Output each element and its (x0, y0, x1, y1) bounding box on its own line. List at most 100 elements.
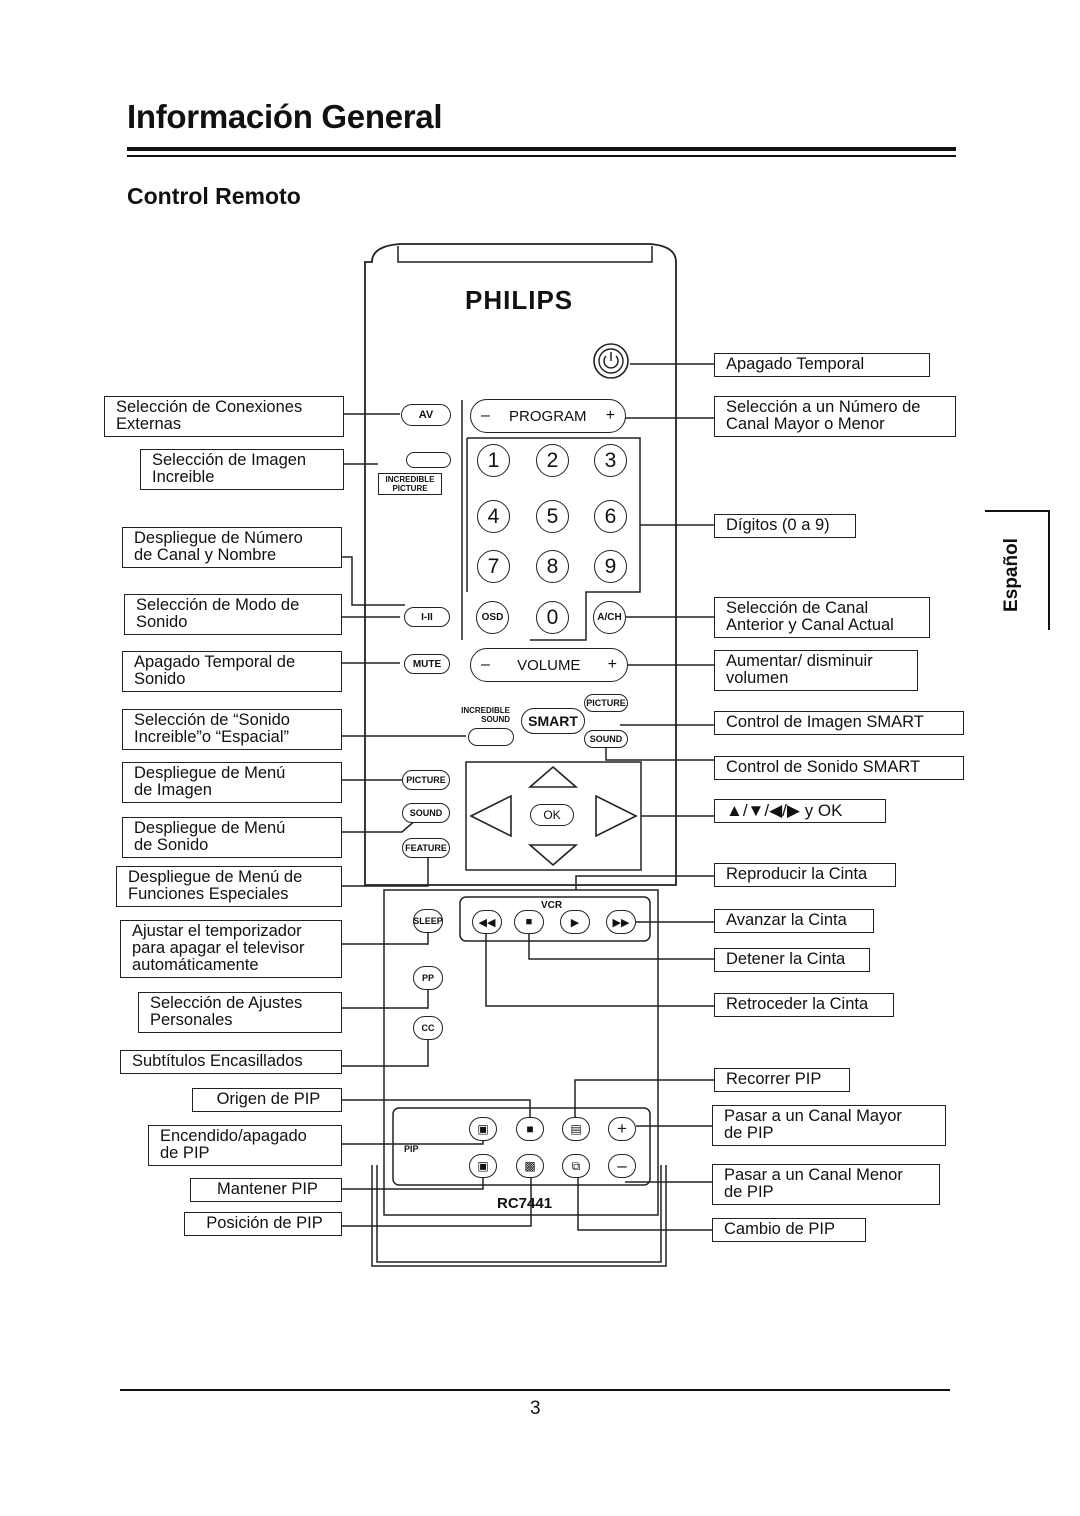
callout-alternate-channel: Selección de Canal Anterior y Canal Actu… (714, 597, 930, 638)
digit-4-button[interactable]: 4 (477, 500, 510, 533)
digit-0-button[interactable]: 0 (536, 601, 569, 634)
rewind-button[interactable]: ◀◀ (472, 910, 502, 934)
sound-mode-button[interactable]: I-II (404, 607, 450, 627)
pip-freeze-icon: ▣ (477, 1159, 489, 1173)
program-minus-button[interactable]: – (481, 407, 490, 424)
callout-picture-menu: Despliegue de Menú de Imagen (122, 762, 342, 803)
smart-sound-button[interactable]: SOUND (584, 730, 628, 748)
callout-pip-freeze: Mantener PIP (190, 1178, 342, 1202)
volume-label: VOLUME (517, 656, 581, 674)
digit-1-button[interactable]: 1 (477, 444, 510, 477)
volume-rocker[interactable]: – VOLUME + (470, 648, 628, 682)
side-tab-line (985, 510, 1050, 512)
osd-button[interactable]: OSD (476, 601, 509, 634)
callout-features-menu: Despliegue de Menú de Funciones Especial… (116, 866, 342, 907)
pip-position-button[interactable]: ▩ (516, 1154, 544, 1178)
incredible-sound-button[interactable] (468, 728, 514, 746)
callout-pip-channel-down: Pasar a un Canal Menor de PIP (712, 1164, 940, 1205)
smart-button[interactable]: SMART (521, 708, 585, 734)
pip-channel-down-button[interactable]: – (608, 1154, 636, 1178)
stop-button[interactable]: ■ (514, 910, 544, 934)
callout-arrows-ok: ▲/▼/◀/▶ y OK (714, 799, 886, 823)
pip-scan-icon: ▤ (570, 1122, 582, 1136)
page-title: Información General (127, 98, 443, 135)
callout-sleep-timer: Ajustar el temporizador para apagar el t… (120, 920, 342, 978)
pip-position-icon: ▩ (524, 1159, 536, 1173)
callout-rewind: Retroceder la Cinta (714, 993, 894, 1017)
arrow-up-button[interactable] (527, 765, 579, 788)
incredible-picture-label: INCREDIBLE PICTURE (378, 473, 442, 495)
callout-pip-scan: Recorrer PIP (714, 1068, 850, 1092)
arrow-left-button[interactable] (469, 794, 512, 838)
digit-7-button[interactable]: 7 (477, 550, 510, 583)
callout-incredible-picture: Selección de Imagen Increible (140, 449, 344, 490)
callout-channel-number: Despliegue de Número de Canal y Nombre (122, 527, 342, 568)
incredible-picture-button[interactable] (406, 452, 451, 468)
callout-program-up-down: Selección a un Número de Canal Mayor o M… (714, 396, 956, 437)
digit-9-button[interactable]: 9 (594, 550, 627, 583)
callout-smart-sound: Control de Sonido SMART (714, 756, 964, 780)
callout-pip-swap: Cambio de PIP (712, 1218, 866, 1242)
title-rule-thin (127, 155, 956, 157)
smart-picture-button[interactable]: PICTURE (584, 694, 628, 712)
callout-fast-forward: Avanzar la Cinta (714, 909, 874, 933)
callout-closed-caption: Subtítulos Encasillados (120, 1050, 342, 1074)
callout-external-connections: Selección de Conexiones Externas (104, 396, 344, 437)
callout-sound-mode: Selección de Modo de Sonido (124, 594, 342, 635)
callout-pip-position: Posición de PIP (184, 1212, 342, 1236)
pip-window-icon: ▣ (477, 1122, 489, 1136)
callout-sound-menu: Despliegue de Menú de Sonido (122, 817, 342, 858)
pip-onoff-button[interactable]: ■ (516, 1117, 544, 1141)
callout-digits: Dígitos (0 a 9) (714, 514, 856, 538)
program-plus-button[interactable]: + (605, 407, 615, 424)
digit-3-button[interactable]: 3 (594, 444, 627, 477)
pip-swap-icon: ⧉ (571, 1158, 581, 1173)
power-button[interactable] (592, 342, 630, 380)
fast-forward-button[interactable]: ▶▶ (606, 910, 636, 934)
pip-source-button[interactable]: ▣ (469, 1117, 497, 1141)
closed-caption-button[interactable]: CC (413, 1016, 443, 1040)
pip-swap-button[interactable]: ⧉ (562, 1154, 590, 1178)
pip-freeze-button[interactable]: ▣ (469, 1154, 497, 1178)
side-tab-border (1048, 510, 1050, 630)
digit-6-button[interactable]: 6 (594, 500, 627, 533)
pip-scan-button[interactable]: ▤ (562, 1117, 590, 1141)
picture-menu-button[interactable]: PICTURE (402, 770, 450, 790)
callout-smart-picture: Control de Imagen SMART (714, 711, 964, 735)
sleep-button[interactable]: SLEEP (413, 909, 443, 933)
digit-5-button[interactable]: 5 (536, 500, 569, 533)
digit-8-button[interactable]: 8 (536, 550, 569, 583)
volume-minus-button[interactable]: – (481, 656, 490, 673)
sound-menu-button[interactable]: SOUND (402, 803, 450, 823)
av-button[interactable]: AV (401, 404, 451, 426)
section-title: Control Remoto (127, 183, 301, 209)
incredible-sound-label: INCREDIBLE SOUND (461, 706, 510, 724)
play-button[interactable]: ▶ (560, 910, 590, 934)
vcr-label: VCR (541, 900, 563, 911)
pip-channel-up-button[interactable]: + (608, 1117, 636, 1141)
callout-sleep: Apagado Temporal (714, 353, 930, 377)
feature-menu-button[interactable]: FEATURE (402, 838, 450, 858)
callout-stop: Detener la Cinta (714, 948, 870, 972)
arrow-down-button[interactable] (527, 844, 579, 867)
callout-pip-channel-up: Pasar a un Canal Mayor de PIP (712, 1105, 946, 1146)
program-rocker[interactable]: – PROGRAM + (470, 399, 626, 433)
arrow-right-button[interactable] (595, 794, 638, 838)
pip-label: PIP (404, 1144, 419, 1154)
model-number: RC7441 (497, 1195, 553, 1212)
callout-personal-settings: Selección de Ajustes Personales (138, 992, 342, 1033)
callout-play: Reproducir la Cinta (714, 863, 896, 887)
callout-pip-onoff: Encendido/apagado de PIP (148, 1125, 342, 1166)
personal-preference-button[interactable]: PP (413, 966, 443, 990)
alternate-channel-button[interactable]: A/CH (593, 601, 626, 634)
ok-button[interactable]: OK (530, 804, 574, 826)
digit-2-button[interactable]: 2 (536, 444, 569, 477)
page-number: 3 (530, 1398, 541, 1419)
callout-volume: Aumentar/ disminuir volumen (714, 650, 918, 691)
pip-filled-icon: ■ (526, 1122, 534, 1136)
title-rule-thick (127, 147, 956, 151)
arrow-pad[interactable] (466, 762, 641, 870)
volume-plus-button[interactable]: + (607, 656, 617, 673)
mute-button[interactable]: MUTE (404, 654, 450, 674)
